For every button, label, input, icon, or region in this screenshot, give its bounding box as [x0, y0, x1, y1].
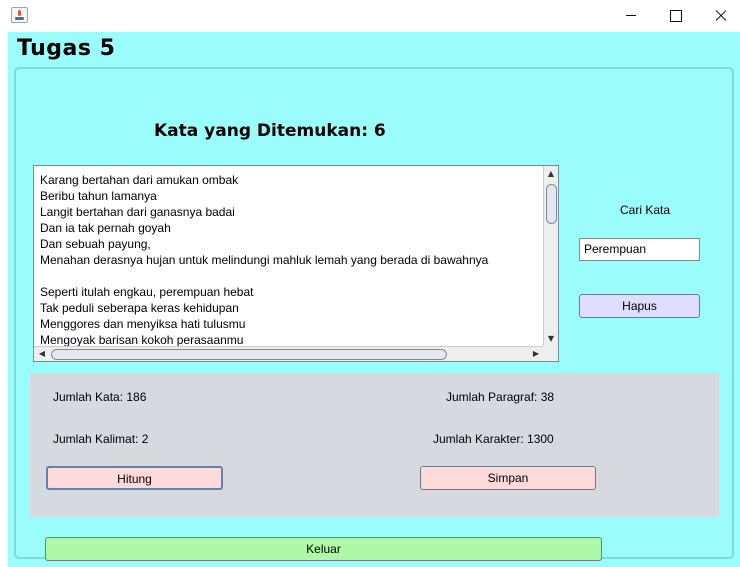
keluar-button[interactable]: Keluar: [45, 537, 602, 561]
poem-line: Menahan derasnya hujan untuk melindungi …: [40, 253, 489, 267]
scroll-right-icon[interactable]: ▶: [532, 349, 540, 358]
stats-panel: Jumlah Kata: 186 Jumlah Paragraf: 38 Jum…: [30, 373, 719, 517]
scroll-down-icon[interactable]: ▼: [547, 334, 555, 343]
vertical-scrollbar[interactable]: ▲ ▼: [543, 166, 558, 347]
poem-line: Karang bertahan dari amukan ombak: [40, 173, 239, 187]
poem-line: Dan sebuah payung,: [40, 237, 151, 251]
search-label: Cari Kata: [620, 203, 671, 217]
poem-line: Tak peduli seberapa keras kehidupan: [40, 301, 239, 315]
word-count: Jumlah Kata: 186: [53, 390, 147, 404]
hitung-button[interactable]: Hitung: [46, 466, 223, 490]
app-title: Tugas 5: [17, 36, 116, 61]
poem-line: Menggores dan menyiksa hati tulusmu: [40, 317, 246, 331]
minimize-icon[interactable]: [608, 0, 654, 32]
horizontal-scroll-thumb[interactable]: [51, 349, 447, 360]
scroll-up-icon[interactable]: ▲: [547, 169, 555, 178]
poem-line: Mengoyak barisan kokoh perasaanmu: [40, 333, 244, 346]
sentence-count: Jumlah Kalimat: 2: [53, 432, 149, 446]
poem-line: Seperti itulah engkau, perempuan hebat: [40, 285, 254, 299]
java-app-icon: [11, 7, 28, 23]
window-content: Tugas 5 Kata yang Ditemukan: 6 Karang be…: [8, 32, 740, 567]
scroll-left-icon[interactable]: ◀: [38, 349, 46, 358]
found-count-label: Kata yang Ditemukan: 6: [154, 121, 386, 141]
scroll-corner: [543, 346, 558, 361]
poem-line: Langit bertahan dari ganasnya badai: [40, 205, 235, 219]
maximize-icon[interactable]: [652, 0, 698, 32]
poem-line: Dan ia tak pernah goyah: [40, 221, 171, 235]
main-panel: Kata yang Ditemukan: 6 Karang bertahan d…: [14, 67, 734, 561]
paragraph-count: Jumlah Paragraf: 38: [446, 390, 555, 404]
simpan-button[interactable]: Simpan: [420, 466, 596, 490]
horizontal-scrollbar[interactable]: ◀ ▶: [34, 346, 544, 361]
poem-line: Beribu tahun lamanya: [40, 189, 157, 203]
poem-line: [40, 268, 540, 284]
close-icon[interactable]: [698, 0, 740, 32]
vertical-scroll-thumb[interactable]: [546, 184, 557, 224]
character-count: Jumlah Karakter: 1300: [433, 432, 554, 446]
search-input[interactable]: Perempuan: [579, 238, 700, 261]
window-titlebar: [0, 0, 740, 32]
hapus-button[interactable]: Hapus: [579, 294, 700, 318]
